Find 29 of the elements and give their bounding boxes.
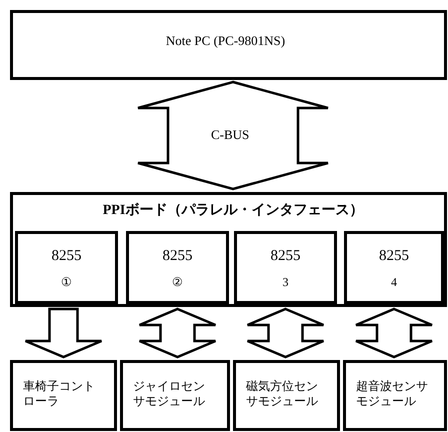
chip-number: ② [171,274,184,290]
component-box [343,360,447,431]
component-label: ジャイロセンサモジュール [133,379,206,409]
chip-box [234,231,337,304]
component-label: 超音波センサモジュール [356,379,429,409]
component-label: 磁気方位センサモジュール [246,379,319,409]
chip-box [15,231,118,304]
board-title: PPIボード（パラレル・インタフェース） [102,203,364,219]
component-box [10,10,447,80]
chip-label: 8255 [162,248,194,264]
chip-label: 8255 [270,248,302,264]
chip-label: 8255 [50,248,82,264]
block-arrow [246,308,325,358]
block-arrow [24,308,103,358]
chip-number: 4 [390,274,398,290]
component-box [120,360,230,431]
block-arrow [138,308,217,358]
block-arrow [136,80,330,190]
board-panel [10,192,447,307]
component-box [233,360,340,431]
chip-number: 3 [282,274,290,290]
chip-label: 8255 [378,248,410,264]
chip-box [344,231,444,304]
component-label: Note PC (PC-9801NS) [164,33,286,49]
block-arrow [354,308,434,358]
component-label: 車椅子コントローラ [23,379,96,409]
component-box [10,360,117,431]
chip-number: ① [60,274,73,290]
chip-box [126,231,229,304]
